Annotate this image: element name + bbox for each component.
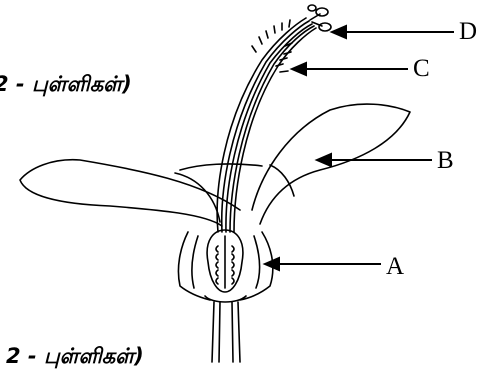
anther (280, 58, 287, 60)
stigma-lobe (319, 23, 331, 31)
ovule (216, 278, 218, 284)
anther (274, 26, 275, 33)
arrowhead-d (332, 26, 346, 38)
receptacle (205, 296, 246, 302)
anther (280, 71, 288, 72)
ovule (232, 254, 234, 260)
pedicel-inner-left (219, 302, 220, 362)
anther (266, 31, 268, 38)
arrowhead-b (317, 154, 331, 166)
style-line-2 (226, 24, 312, 232)
left-sepal-outer (178, 232, 210, 300)
anther (252, 46, 256, 52)
stigma-lobe (308, 5, 316, 11)
ovule (232, 262, 234, 268)
ovule (216, 262, 218, 268)
pedicel-right (238, 302, 240, 362)
label-d: D (459, 19, 477, 44)
stigma-stalk (310, 14, 320, 20)
ovule (232, 278, 234, 284)
ovule (232, 270, 234, 276)
anther (284, 52, 291, 54)
left-sepal-inner (192, 236, 198, 288)
ovule (216, 246, 218, 252)
anther (259, 37, 262, 44)
right-petal-inner (270, 165, 294, 196)
anther (276, 64, 283, 66)
left-petal-fold (175, 173, 220, 222)
right-sepal-inner (254, 236, 260, 288)
label-b: B (437, 148, 454, 173)
pedicel-left (212, 302, 214, 362)
ovule (216, 254, 218, 260)
pedicel-inner-right (232, 302, 233, 362)
anther (289, 20, 290, 27)
ovule (216, 270, 218, 276)
label-c: C (413, 56, 430, 81)
staminal-column-left (217, 18, 306, 232)
ovule (232, 246, 234, 252)
label-a: A (386, 254, 404, 279)
arrowhead-c (292, 63, 306, 75)
